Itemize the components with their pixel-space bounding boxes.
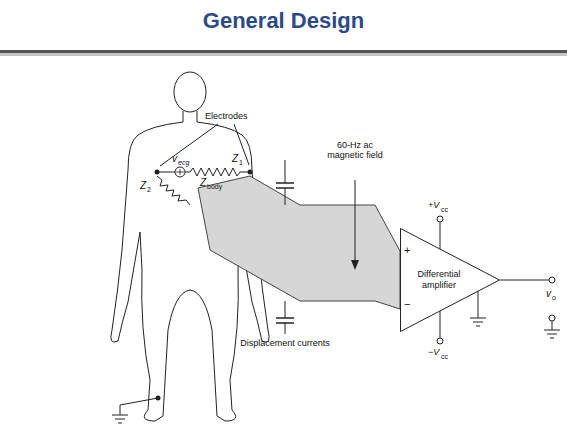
impedance-subscript: 2 bbox=[147, 186, 151, 194]
impedance-name: Z bbox=[232, 153, 238, 165]
signal-subscript: ecg bbox=[178, 159, 189, 167]
field-label: 60-Hz ac magnetic field bbox=[318, 140, 392, 161]
output-name: v bbox=[546, 288, 551, 300]
impedance-subscript: 1 bbox=[239, 159, 243, 167]
amplifier-label: Differential amplifier bbox=[408, 269, 470, 291]
signal-name: v bbox=[172, 153, 177, 165]
amplifier-triangle: Differential amplifier bbox=[400, 228, 500, 332]
supply-subscript: cc bbox=[441, 206, 448, 214]
impedance-subscript: body bbox=[207, 183, 222, 191]
supply-name: −V bbox=[428, 347, 439, 357]
supply-subscript: cc bbox=[441, 353, 448, 361]
supply-name: +V bbox=[428, 200, 439, 210]
callout-label: Electrodes bbox=[205, 111, 248, 121]
slide-title: General Design bbox=[0, 8, 567, 34]
input-sign: − bbox=[404, 298, 410, 311]
impedance-name: Z bbox=[140, 180, 146, 192]
callout-label: Displacement currents bbox=[240, 338, 330, 348]
input-sign: + bbox=[404, 244, 410, 257]
impedance-name: Z bbox=[200, 177, 206, 189]
output-subscript: o bbox=[552, 294, 556, 302]
